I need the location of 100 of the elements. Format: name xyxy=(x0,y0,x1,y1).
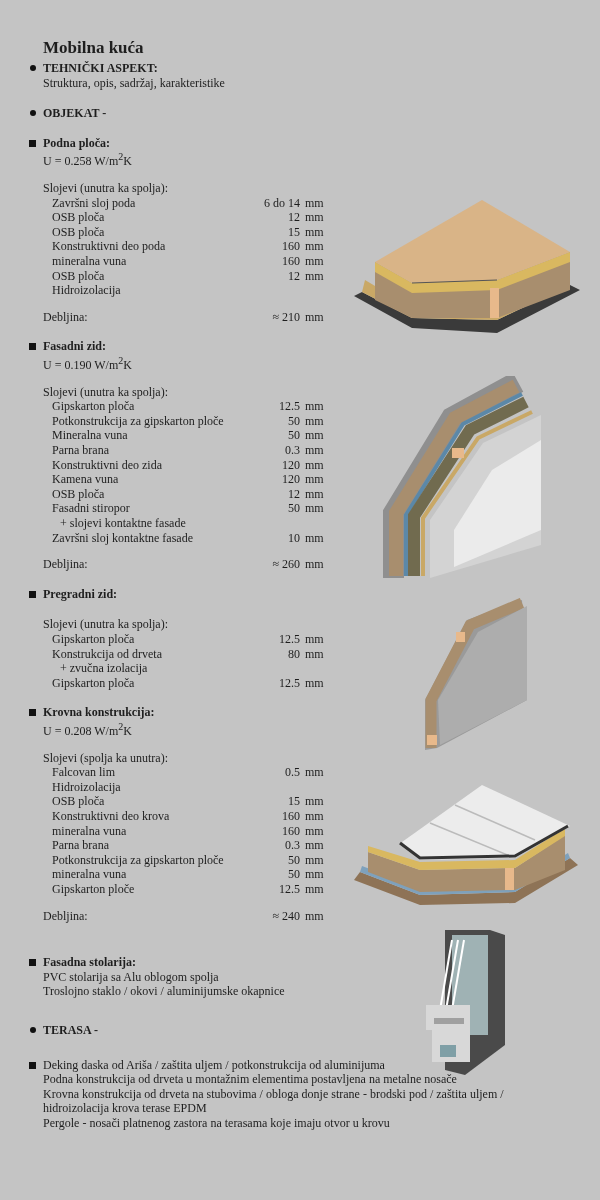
layer-name: Potkonstrukcija za gipskarton ploče xyxy=(52,414,224,428)
layer-thickness: 50 xyxy=(288,867,300,881)
layer-name: mineralna vuna xyxy=(52,254,127,268)
section-heading: TERASA - xyxy=(43,1023,98,1037)
layer-name: OSB ploča xyxy=(52,210,105,224)
layer-thickness: 50 xyxy=(288,853,300,867)
layer-note: + slojevi kontaktne fasade xyxy=(60,516,186,530)
layer-thickness: 12 xyxy=(288,487,300,501)
unit-label: mm xyxy=(305,882,324,896)
layer-thickness: 160 xyxy=(282,824,300,838)
layers-heading: Slojevi (spolja ka unutra): xyxy=(43,751,168,765)
layer-name: Parna brana xyxy=(52,838,109,852)
section-heading: OBJEKAT - xyxy=(43,106,107,120)
layer-name: Hidroizolacija xyxy=(52,283,121,297)
body-text: U = 0.208 W/m$^{2}$K xyxy=(43,720,132,738)
layer-thickness: 50 xyxy=(288,501,300,515)
layer-name: Hidroizolacija xyxy=(52,780,121,794)
layer-name: Potkonstrukcija za gipskarton ploče xyxy=(52,853,224,867)
body-text: U = 0.258 W/m$^{2}$K xyxy=(43,150,132,168)
layer-name: Konstruktivni deo krova xyxy=(52,809,170,823)
layer-name: Mineralna vuna xyxy=(52,428,128,442)
unit-label: mm xyxy=(305,838,324,852)
layer-name: Konstrukcija od drveta xyxy=(52,647,162,661)
layer-thickness: 12.5 xyxy=(279,632,300,646)
unit-label: mm xyxy=(305,531,324,545)
unit-label: mm xyxy=(305,310,324,324)
unit-label: mm xyxy=(305,909,324,923)
section-heading: Podna ploča: xyxy=(43,136,110,150)
unit-label: mm xyxy=(305,225,324,239)
layer-thickness: 160 xyxy=(282,239,300,253)
unit-label: mm xyxy=(305,472,324,486)
section-heading: Fasadni zid: xyxy=(43,339,106,353)
layer-name: Gipskarton ploča xyxy=(52,632,135,646)
layer-name: Završni sloj poda xyxy=(52,196,136,210)
body-text: Podna konstrukcija od drveta u montažnim elementima postavljena na metalne nosače xyxy=(43,1072,457,1086)
unit-label: mm xyxy=(305,824,324,838)
layer-thickness: 6 do 14 xyxy=(264,196,300,210)
layer-thickness: 12 xyxy=(288,210,300,224)
body-text: U = 0.190 W/m$^{2}$K xyxy=(43,354,132,372)
layer-name: Gipskarton ploče xyxy=(52,882,135,896)
layers-heading: Slojevi (unutra ka spolja): xyxy=(43,385,168,399)
layer-thickness: 120 xyxy=(282,458,300,472)
section-heading: Pregradni zid: xyxy=(43,587,118,601)
layer-name: Kamena vuna xyxy=(52,472,119,486)
layer-thickness: 50 xyxy=(288,428,300,442)
section-heading: Krovna konstrukcija: xyxy=(43,705,155,719)
unit-label: mm xyxy=(305,458,324,472)
unit-label: mm xyxy=(305,196,324,210)
section-heading: TEHNIČKI ASPEKT: xyxy=(43,61,158,75)
body-text: Struktura, opis, sadržaj, karakteristike xyxy=(43,76,225,90)
unit-label: mm xyxy=(305,399,324,413)
layer-thickness: 12.5 xyxy=(279,676,300,690)
layer-name: Gipskarton ploča xyxy=(52,399,135,413)
body-text: Troslojno staklo / okovi / aluminijumske okapnice xyxy=(43,984,285,998)
layer-name: OSB ploča xyxy=(52,794,105,808)
body-text: Pergole - nosači platnenog zastora na terasama koje imaju otvor u krovu xyxy=(43,1116,390,1130)
thickness-label: Debljina: xyxy=(43,310,88,324)
unit-label: mm xyxy=(305,765,324,779)
layer-thickness: 12.5 xyxy=(279,399,300,413)
thickness-label: Debljina: xyxy=(43,909,88,923)
layer-thickness: 80 xyxy=(288,647,300,661)
body-text: PVC stolarija sa Alu oblogom spolja xyxy=(43,970,219,984)
layer-thickness: ≈ 260 xyxy=(272,557,300,571)
layer-name: OSB ploča xyxy=(52,487,105,501)
layer-name: mineralna vuna xyxy=(52,867,127,881)
layer-name: Završni sloj kontaktne fasade xyxy=(52,531,193,545)
body-text: Deking daska od Ariša / zaštita uljem / potkonstrukcija od aluminijuma xyxy=(43,1058,385,1072)
layer-thickness: 0.3 xyxy=(285,443,300,457)
layer-thickness: 0.3 xyxy=(285,838,300,852)
unit-label: mm xyxy=(305,254,324,268)
unit-label: mm xyxy=(305,632,324,646)
unit-label: mm xyxy=(305,210,324,224)
unit-label: mm xyxy=(305,501,324,515)
layer-name: Parna brana xyxy=(52,443,109,457)
layer-thickness: 12 xyxy=(288,269,300,283)
page-title: Mobilna kuća xyxy=(43,38,144,58)
unit-label: mm xyxy=(305,487,324,501)
unit-label: mm xyxy=(305,853,324,867)
unit-label: mm xyxy=(305,557,324,571)
layer-name: Konstruktivni deo poda xyxy=(52,239,166,253)
layer-thickness: 160 xyxy=(282,254,300,268)
layer-note: + zvučna izolacija xyxy=(60,661,148,675)
layer-thickness: 120 xyxy=(282,472,300,486)
layers-heading: Slojevi (unutra ka spolja): xyxy=(43,181,168,195)
unit-label: mm xyxy=(305,269,324,283)
layer-name: Fasadni stiropor xyxy=(52,501,130,515)
section-heading: Fasadna stolarija: xyxy=(43,955,136,969)
layer-thickness: 12.5 xyxy=(279,882,300,896)
layer-thickness: 50 xyxy=(288,414,300,428)
layer-thickness: 160 xyxy=(282,809,300,823)
layer-thickness: 0.5 xyxy=(285,765,300,779)
unit-label: mm xyxy=(305,794,324,808)
unit-label: mm xyxy=(305,809,324,823)
thickness-label: Debljina: xyxy=(43,557,88,571)
layer-name: mineralna vuna xyxy=(52,824,127,838)
unit-label: mm xyxy=(305,443,324,457)
unit-label: mm xyxy=(305,647,324,661)
layer-thickness: 10 xyxy=(288,531,300,545)
unit-label: mm xyxy=(305,239,324,253)
layer-name: Konstruktivni deo zida xyxy=(52,458,162,472)
